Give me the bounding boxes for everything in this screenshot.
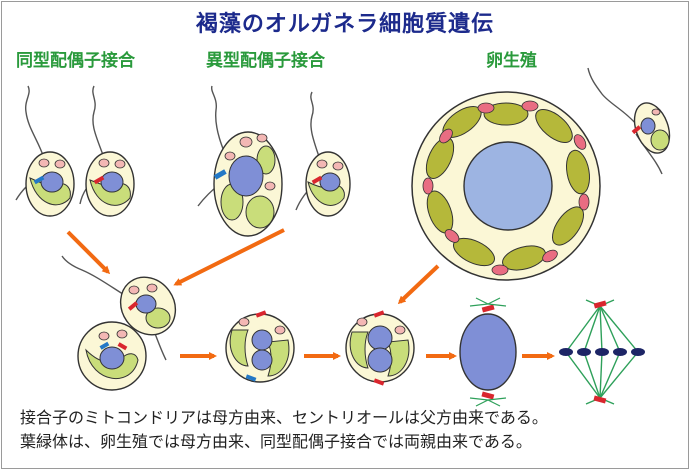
- oogamy-sperm: [587, 67, 671, 175]
- isogamy-gamete-1: [15, 85, 75, 217]
- zygote-stage-1: [77, 321, 147, 391]
- label-anisogamy: 異型配偶子接合: [206, 51, 325, 71]
- fusing-gamete: [61, 255, 177, 361]
- caption-line-1: 接合子のミトコンドリアは母方由来、セントリオールは父方由来である。: [20, 408, 548, 427]
- figure-title: 褐藻のオルガネラ細胞質遺伝: [195, 12, 495, 37]
- oogamy-egg: [411, 91, 601, 281]
- arrow-anisogamy: [173, 228, 285, 286]
- anisogamy-female-gamete: [197, 85, 283, 237]
- arrow-isogamy: [66, 230, 111, 275]
- metaphase-spindle: [559, 299, 645, 405]
- isogamy-gamete-2: [79, 85, 135, 217]
- anisogamy-male-gamete: [295, 91, 351, 217]
- zygote-stage-2: [225, 310, 295, 383]
- caption-line-2: 葉緑体は、卵生殖では母方由来、同型配偶子接合では両親由来である。: [20, 432, 532, 451]
- arrow-oogamy: [397, 264, 440, 305]
- label-isogamy: 同型配偶子接合: [16, 51, 135, 71]
- label-oogamy: 卵生殖: [486, 51, 537, 71]
- zygote-stage-4: [459, 297, 517, 407]
- zygote-stage-3: [345, 310, 415, 386]
